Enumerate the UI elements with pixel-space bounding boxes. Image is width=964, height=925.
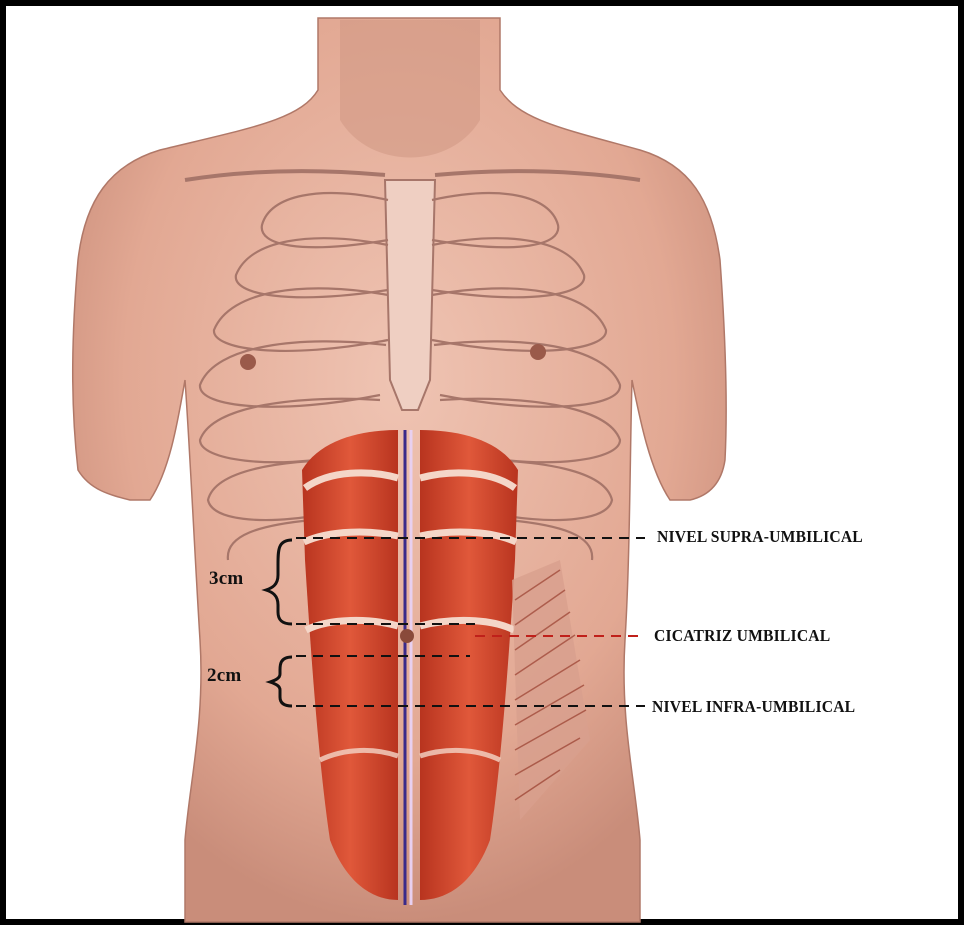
sternum [385, 180, 435, 410]
left-nipple [240, 354, 256, 370]
neck-shadow [340, 20, 480, 158]
label-umbilical-scar: CICATRIZ UMBILICAL [654, 626, 830, 646]
right-nipple [530, 344, 546, 360]
label-upper-distance: 3cm [209, 568, 243, 590]
label-lower-distance: 2cm [207, 665, 241, 687]
label-supra-umbilical: NIVEL SUPRA-UMBILICAL [657, 527, 863, 547]
label-infra-umbilical: NIVEL INFRA-UMBILICAL [652, 697, 855, 717]
umbilicus [400, 629, 414, 643]
